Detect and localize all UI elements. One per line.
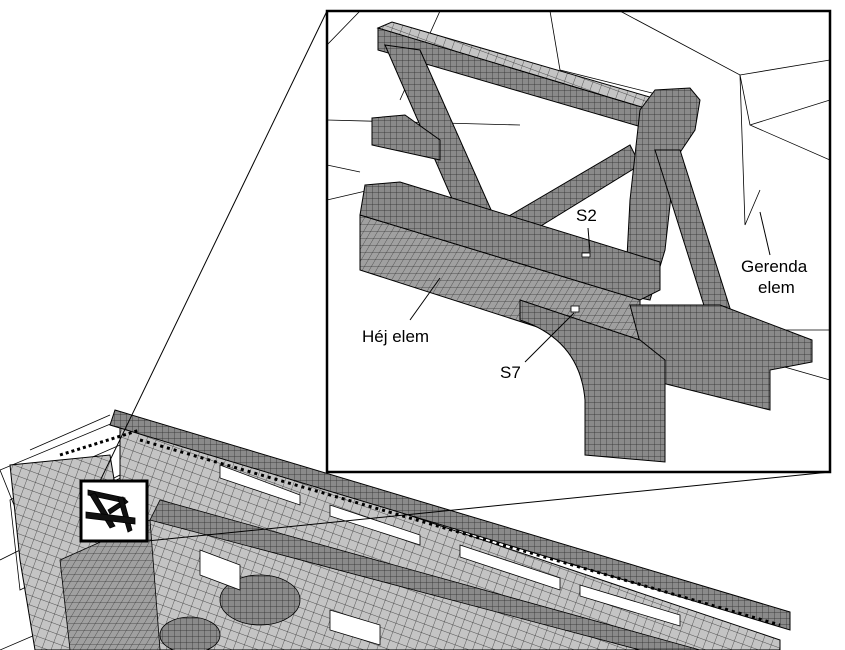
leader-s7 bbox=[524, 312, 575, 363]
overview-rounded-part-2 bbox=[159, 616, 221, 650]
label-s7: S7 bbox=[500, 363, 521, 382]
overview-bolt-row bbox=[59, 428, 781, 627]
leader-beam-element bbox=[759, 211, 771, 256]
zoom-marker-bracket-thumb bbox=[85, 489, 136, 533]
zoom-connector-lines bbox=[99, 10, 831, 542]
inset-curved-gusset bbox=[519, 299, 666, 463]
leader-s2 bbox=[587, 227, 591, 253]
inset-right-channel bbox=[629, 304, 813, 411]
inset-side-rail-top bbox=[359, 181, 661, 301]
overview-upper-rail bbox=[109, 409, 791, 631]
label-shell-element: Héj elem bbox=[362, 327, 430, 346]
inset-panel bbox=[325, 9, 832, 474]
overview-second-rail bbox=[149, 499, 701, 650]
sensor-s7-patch bbox=[570, 305, 580, 313]
overview-cutouts bbox=[199, 464, 681, 646]
leader-shell-element bbox=[409, 277, 441, 321]
label-beam-element-line1: Gerenda bbox=[741, 257, 808, 276]
inset-left-stub bbox=[371, 114, 441, 161]
label-s2: S2 bbox=[576, 206, 597, 225]
overview-model bbox=[0, 409, 791, 650]
inset-leader-lines bbox=[409, 211, 771, 363]
label-beam-element-line2: elem bbox=[758, 278, 795, 297]
sensor-s2-patch bbox=[581, 252, 591, 258]
inset-frame bbox=[325, 9, 832, 474]
